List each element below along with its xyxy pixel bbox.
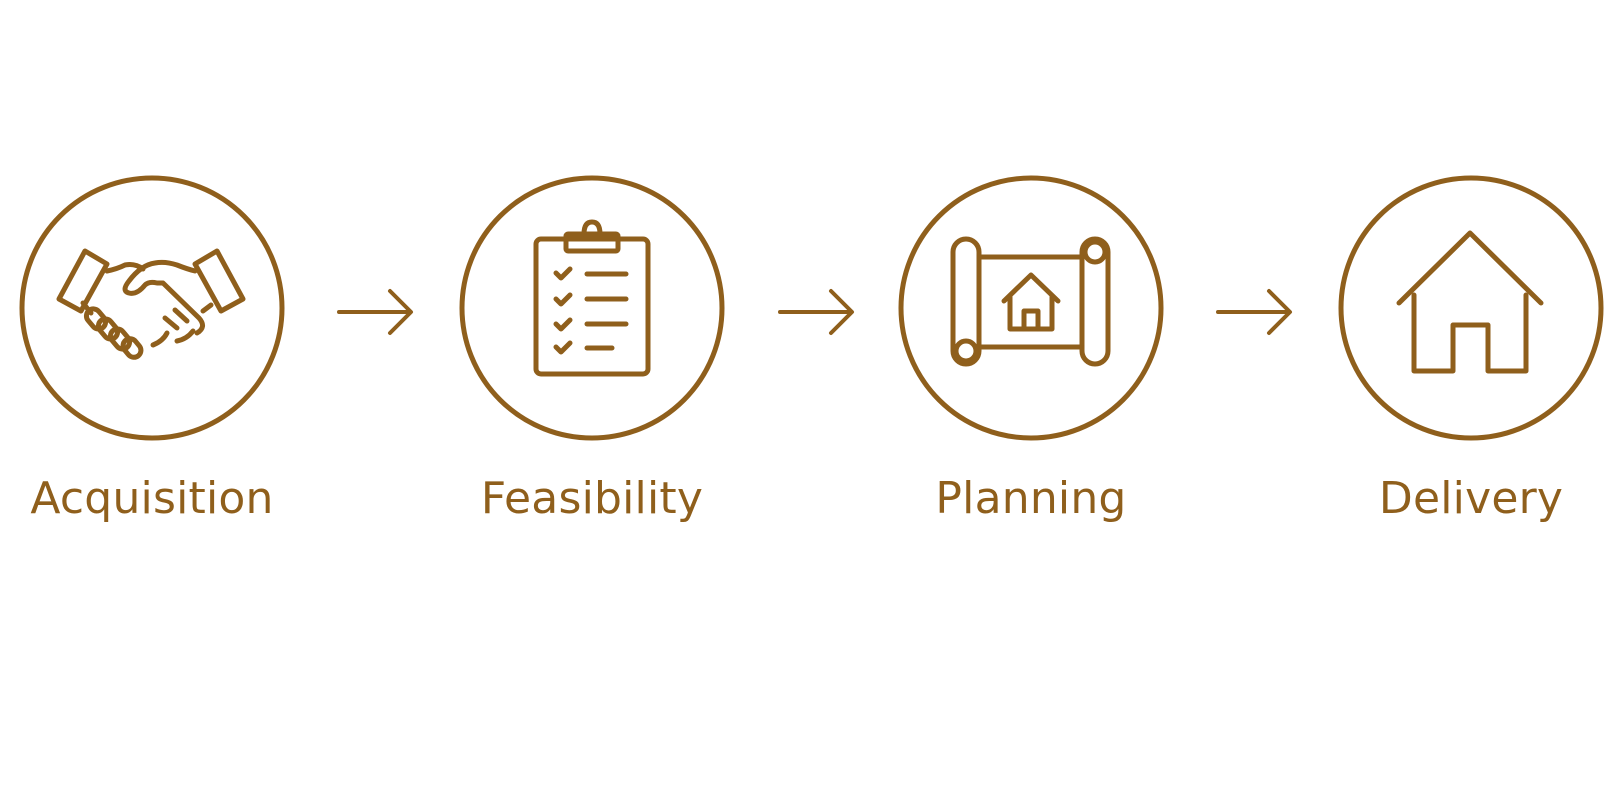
step-delivery: Delivery — [1336, 173, 1606, 524]
house-icon — [1396, 230, 1544, 374]
step-label: Acquisition — [30, 473, 274, 524]
arrow-right-icon — [1216, 289, 1292, 335]
clipboard-checklist-icon — [533, 219, 651, 377]
arrow-right-icon — [778, 289, 854, 335]
step-circle — [1338, 175, 1604, 441]
step-label: Delivery — [1378, 473, 1564, 524]
step-circle — [19, 175, 285, 441]
step-circle — [898, 175, 1164, 441]
step-feasibility: Feasibility — [457, 173, 727, 524]
handshake-icon — [56, 248, 246, 360]
step-label: Planning — [935, 473, 1127, 524]
arrow-right-icon — [337, 289, 413, 335]
blueprint-scroll-icon — [950, 236, 1111, 367]
step-circle — [459, 175, 725, 441]
step-label: Feasibility — [480, 473, 704, 524]
step-acquisition: Acquisition — [17, 173, 287, 524]
step-planning: Planning — [896, 173, 1166, 524]
